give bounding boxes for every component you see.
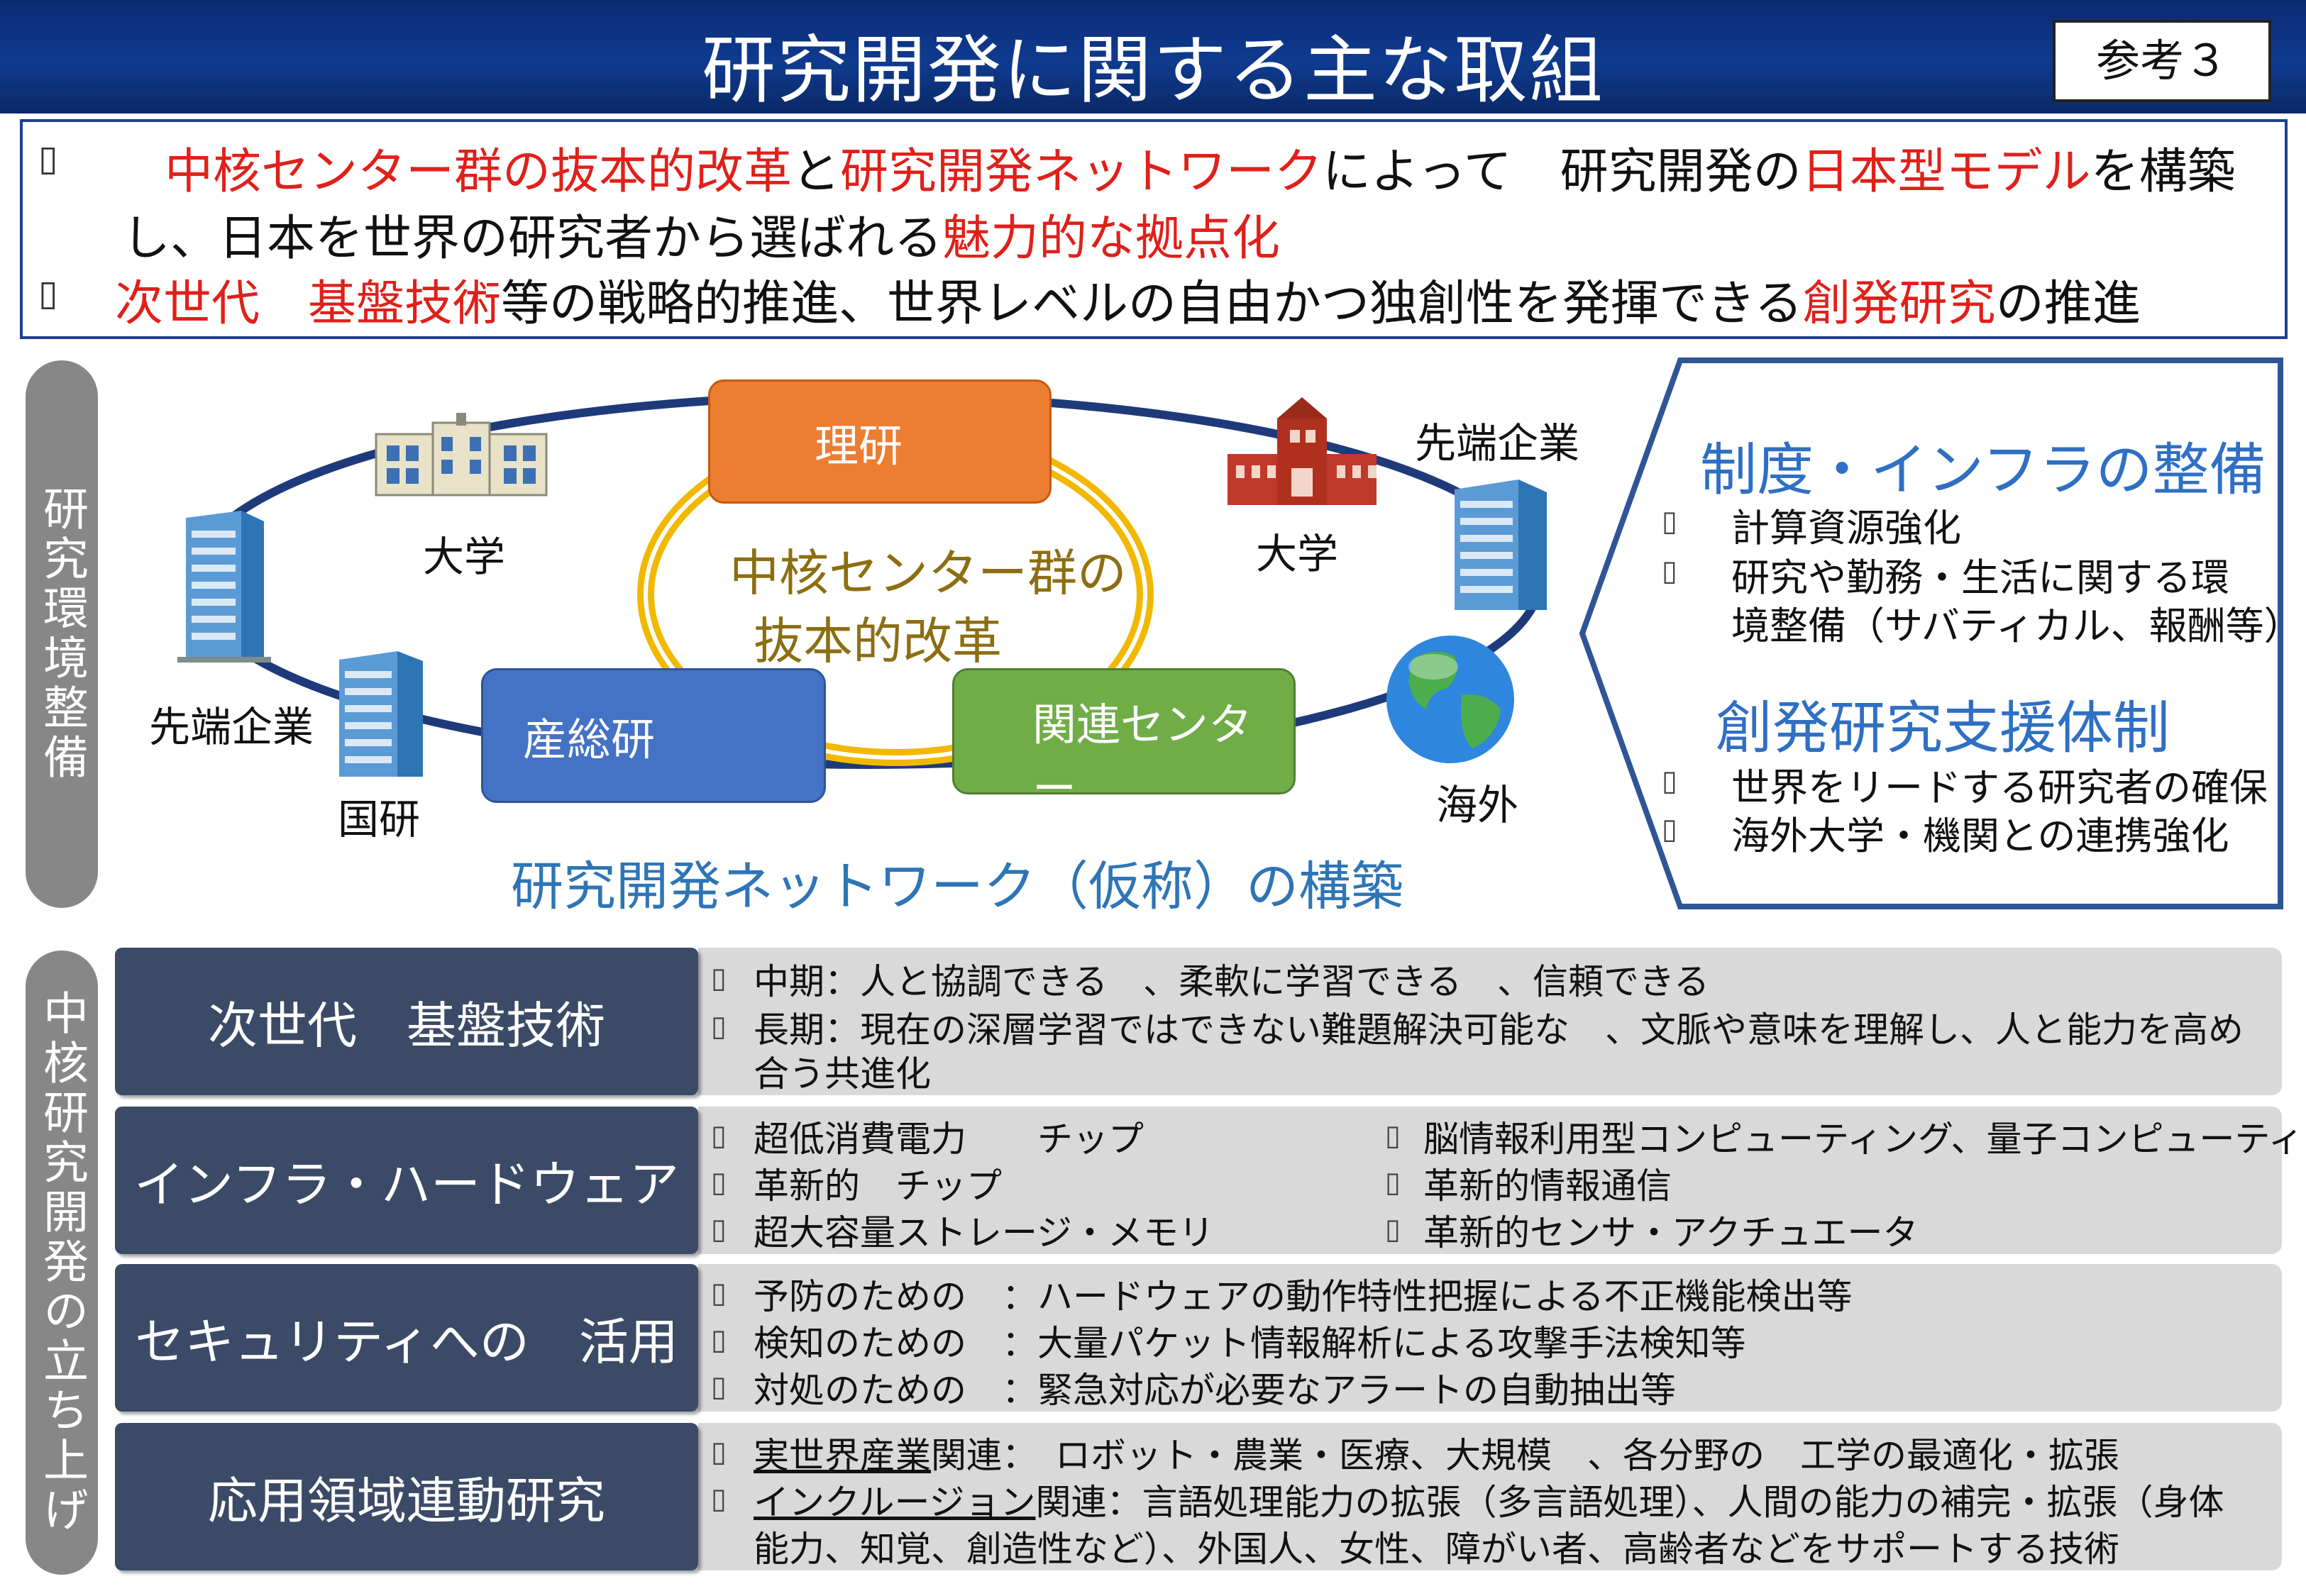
summary-line-2: し、日本を世界の研究者から選ばれる魅力的な拠点化 <box>122 199 1280 269</box>
row-line: 予防のための ：ハードウェアの動作特性把握による不正機能検出等 <box>754 1276 1853 1317</box>
panel-heading-emergent: 創発研究支援体制 <box>1716 695 2170 761</box>
bullet-icon: ▯ <box>711 1277 727 1309</box>
row-category: セキュリティへの 活用 <box>115 1264 698 1412</box>
title-bar <box>0 0 2306 113</box>
row-description: ▯ 中期：人と協調できる 、柔軟に学習できる 、信頼できる ▯ 長期：現在の深層… <box>698 948 2282 1095</box>
panel-item: 研究や勤務・生活に関する環 <box>1731 555 2229 600</box>
globe-icon <box>1386 636 1514 763</box>
bullet-icon: ▯ <box>711 1436 727 1468</box>
advanced-company-right-label: 先端企業 <box>1415 419 1580 467</box>
bullet-icon: ▯ <box>711 1370 727 1403</box>
summary-segment: 日本型モデル <box>1801 144 2091 200</box>
right-panel-hexagon <box>1579 358 2283 909</box>
side-label-environment-text: 研究環境整備 <box>35 485 88 783</box>
bullet-icon: ▯ <box>1662 765 1678 797</box>
bullet-icon: ▯ <box>711 1119 727 1152</box>
bullet-icon: ▯ <box>711 1483 727 1515</box>
row-line: 脳情報利用型コンピューティング、量子コンピューティング <box>1423 1119 2306 1160</box>
row-description: ▯ 予防のための ：ハードウェアの動作特性把握による不正機能検出等 ▯ 検知のた… <box>698 1264 2282 1412</box>
bullet-icon: ▯ <box>1662 813 1678 846</box>
row-line-continued: 能力、知覚、創造性など）、外国人、女性、障がい者、高齢者などをサポートする技術 <box>754 1529 2119 1570</box>
office-tower-icon-national <box>339 651 423 777</box>
summary-segment: 創発研究 <box>1802 276 1996 332</box>
row-line: 中期：人と協調できる 、柔軟に学習できる 、信頼できる <box>754 961 1709 1002</box>
summary-segment: 魅力的な拠点化 <box>942 211 1281 267</box>
aist-label: 産総研 <box>523 714 656 765</box>
panel-item: 海外大学・機関との連携強化 <box>1731 814 2229 858</box>
row-category: インフラ・ハードウェア <box>115 1107 698 1254</box>
row-line: 対処のための ：緊急対応が必要なアラートの自動抽出等 <box>754 1370 1676 1411</box>
university-building-icon-left <box>375 413 548 497</box>
related-center-box: 関連センター <box>952 668 1296 814</box>
row-category: 応用領域連動研究 <box>115 1423 698 1570</box>
panel-item: 世界をリードする研究者の確保 <box>1731 765 2268 810</box>
summary-segment: の推進 <box>1995 276 2141 332</box>
row-line: 超大容量ストレージ・メモリ <box>754 1212 1214 1253</box>
summary-box: ▯ 中核センター群の抜本的改革と研究開発ネットワークによって 研究開発の日本型モ… <box>20 119 2288 339</box>
summary-segment: を構築 <box>2090 144 2236 200</box>
side-label-core-rnd: 中核研究開発の立ち上げ <box>26 951 98 1575</box>
riken-box: 理研 <box>708 379 1052 504</box>
bullet-icon: ▯ <box>1662 505 1678 538</box>
office-tower-icon-left <box>177 511 271 663</box>
bullet-icon: ▯ <box>1385 1213 1401 1246</box>
aist-box: 産総研 <box>481 668 826 803</box>
summary-segment: 次世代 基盤技術 <box>115 276 502 332</box>
national-lab-label: 国研 <box>338 795 421 843</box>
summary-segment: し、日本を世界の研究者から選ばれる <box>122 211 943 267</box>
row-description: ▯ 超低消費電力 チップ ▯ 革新的 チップ ▯ 超大容量ストレージ・メモリ ▯… <box>698 1107 2306 1254</box>
row-description: ▯ 実世界産業関連： ロボット・農業・医療、大規模 、各分野の 工学の最適化・拡… <box>698 1423 2282 1570</box>
office-tower-icon-right <box>1455 480 1547 610</box>
row-line: 革新的センサ・アクチュエータ <box>1423 1212 1919 1253</box>
row-line: 革新的情報通信 <box>1423 1165 1672 1207</box>
bullet-icon: ▯ <box>38 138 58 179</box>
summary-line-1: 中核センター群の抜本的改革と研究開発ネットワークによって 研究開発の日本型モデル… <box>165 132 2236 202</box>
bullet-icon: ▯ <box>711 1010 727 1043</box>
row-line-rest: 関連： ロボット・農業・医療、大規模 、各分野の 工学の最適化・拡張 <box>931 1435 2119 1476</box>
row-category: 次世代 基盤技術 <box>115 948 698 1095</box>
riken-label: 理研 <box>814 419 903 472</box>
page-title: 研究開発に関する主な取組 <box>701 27 1604 113</box>
summary-segment: 研究開発ネットワーク <box>840 144 1323 200</box>
row-line: 検知のための ：大量パケット情報解析による攻撃手法検知等 <box>754 1323 1746 1364</box>
reference-badge: 参考３ <box>2053 20 2271 102</box>
panel-item-continued: 境整備（サバティカル、報酬等） <box>1731 604 2302 648</box>
row-line-rest: 関連：言語処理能力の拡張（多言語処理）、人間の能力の補完・拡張（身体 <box>1035 1482 2224 1523</box>
university-right-label: 大学 <box>1256 530 1339 578</box>
row-line-continued: 合う共進化 <box>754 1053 931 1095</box>
panel-heading-infrastructure: 制度・インフラの整備 <box>1700 437 2266 503</box>
university-building-icon-right <box>1228 397 1377 505</box>
row-line-underlined: インクルージョン <box>754 1482 1036 1523</box>
summary-segment: によって 研究開発の <box>1323 144 1802 200</box>
bullet-icon: ▯ <box>711 1324 727 1356</box>
bullet-icon: ▯ <box>711 1213 727 1246</box>
core-reform-line-2: 抜本的改革 <box>754 612 1002 670</box>
side-label-environment: 研究環境整備 <box>26 360 98 908</box>
row-line: インクルージョン関連：言語処理能力の拡張（多言語処理）、人間の能力の補完・拡張（… <box>754 1474 2224 1525</box>
advanced-company-left-label: 先端企業 <box>149 703 314 751</box>
row-line: 革新的 チップ <box>754 1165 1002 1207</box>
overseas-label: 海外 <box>1436 781 1519 829</box>
bullet-icon: ▯ <box>711 962 727 994</box>
summary-segment: 等の戦略的推進、世界レベルの自由かつ独創性を発揮できる <box>501 276 1803 332</box>
side-label-core-rnd-text: 中核研究開発の立ち上げ <box>35 990 88 1536</box>
bullet-icon: ▯ <box>1662 555 1678 587</box>
network-caption: 研究開発ネットワーク（仮称）の構築 <box>511 856 1403 917</box>
row-line: 実世界産業関連： ロボット・農業・医療、大規模 、各分野の 工学の最適化・拡張 <box>754 1427 2119 1478</box>
related-center-label: 関連センター <box>1032 699 1253 814</box>
panel-item: 計算資源強化 <box>1731 506 1961 550</box>
bullet-icon: ▯ <box>1385 1166 1401 1199</box>
bullet-icon: ▯ <box>1385 1119 1401 1152</box>
core-reform-line-1: 中核センター群の <box>729 544 1127 602</box>
summary-segment: 中核センター群の抜本的改革 <box>165 144 793 200</box>
bullet-icon: ▯ <box>38 272 58 314</box>
summary-line-3: 次世代 基盤技術等の戦略的推進、世界レベルの自由かつ独創性を発揮できる創発研究の… <box>115 264 2141 334</box>
row-line-underlined: 実世界産業 <box>754 1435 931 1476</box>
row-line: 超低消費電力 チップ <box>754 1119 1144 1160</box>
summary-segment: と <box>792 144 841 200</box>
row-line: 長期：現在の深層学習ではできない難題解決可能な 、文脈や意味を理解し、人と能力を… <box>754 1009 2244 1051</box>
bullet-icon: ▯ <box>711 1166 727 1199</box>
university-left-label: 大学 <box>423 533 506 581</box>
